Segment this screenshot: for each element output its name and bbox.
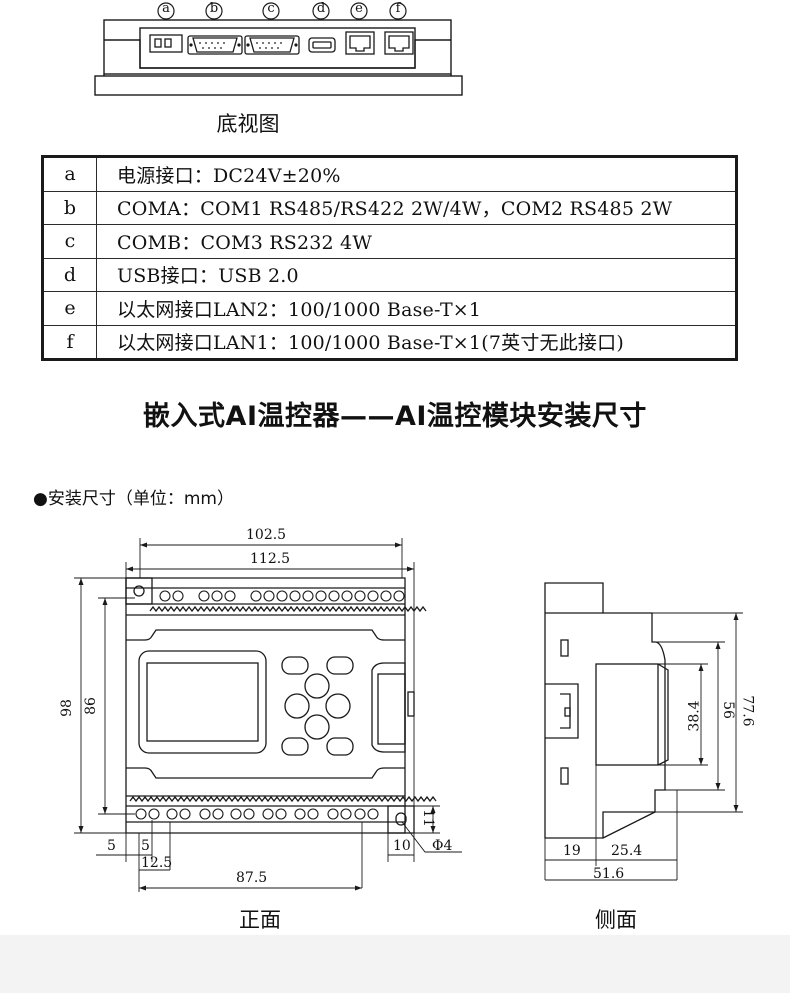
port-marker-f: f [395, 1, 401, 16]
port-key: d [42, 257, 97, 292]
dim-112-5: 112.5 [250, 551, 291, 567]
port-desc: COMB：COM3 RS232 4W [96, 224, 737, 259]
table-row: e 以太网接口LAN2：100/1000 Base-T×1 [42, 291, 737, 326]
dim-102-5: 102.5 [246, 527, 287, 543]
dim-5-right: 5 [141, 838, 150, 854]
dim-98: 98 [58, 699, 75, 717]
port-desc: 以太网接口LAN1：100/1000 Base-T×1(7英寸无此接口) [96, 324, 737, 360]
table-row: f 以太网接口LAN1：100/1000 Base-T×1(7英寸无此接口) [42, 324, 737, 360]
dim-51-6: 51.6 [593, 866, 625, 882]
port-key: a [42, 156, 97, 192]
dim-12-5: 12.5 [141, 855, 173, 871]
port-key: b [42, 190, 97, 225]
port-desc: COMA：COM1 RS485/RS422 2W/4W，COM2 RS485 2… [96, 190, 737, 225]
dim-10: 10 [393, 838, 411, 854]
dim-77-6: 77.6 [739, 695, 756, 727]
port-marker-e: e [355, 1, 363, 16]
side-view-caption: 侧面 [595, 908, 637, 932]
port-key: f [42, 324, 97, 360]
front-view-caption: 正面 [239, 908, 281, 932]
footer-band [0, 935, 790, 993]
port-desc: 电源接口：DC24V±20% [96, 156, 737, 192]
bottom-view-caption: 底视图 [216, 112, 280, 136]
dim-25-4: 25.4 [611, 843, 643, 859]
side-view-drawing [544, 582, 743, 881]
port-key: c [42, 224, 97, 259]
dim-38-4: 38.4 [686, 700, 703, 732]
dim-11: 11 [419, 809, 436, 827]
dim-87-5: 87.5 [236, 870, 268, 886]
dimensions-heading: ●安装尺寸（单位：mm） [33, 489, 234, 509]
table-row: a 电源接口：DC24V±20% [42, 156, 737, 192]
port-desc: USB接口：USB 2.0 [96, 257, 737, 292]
ports-table: a 电源接口：DC24V±20% b COMA：COM1 RS485/RS422… [41, 155, 738, 361]
port-key: e [42, 291, 97, 326]
table-row: b COMA：COM1 RS485/RS422 2W/4W，COM2 RS485… [42, 190, 737, 225]
bottom-view-drawing [94, 2, 463, 96]
dim-19: 19 [563, 843, 581, 859]
front-view-drawing [74, 538, 462, 892]
dim-phi4: Φ4 [432, 838, 453, 854]
dim-56: 56 [719, 701, 736, 719]
port-marker-a: a [162, 1, 170, 16]
dim-5-left: 5 [107, 838, 116, 854]
table-row: c COMB：COM3 RS232 4W [42, 224, 737, 259]
section-title: 嵌入式AI温控器——AI温控模块安装尺寸 [143, 401, 647, 432]
port-marker-d: d [316, 1, 326, 16]
port-marker-c: c [267, 1, 275, 16]
dim-86: 86 [82, 697, 99, 715]
port-desc: 以太网接口LAN2：100/1000 Base-T×1 [96, 291, 737, 326]
port-marker-b: b [209, 1, 219, 16]
table-row: d USB接口：USB 2.0 [42, 257, 737, 292]
